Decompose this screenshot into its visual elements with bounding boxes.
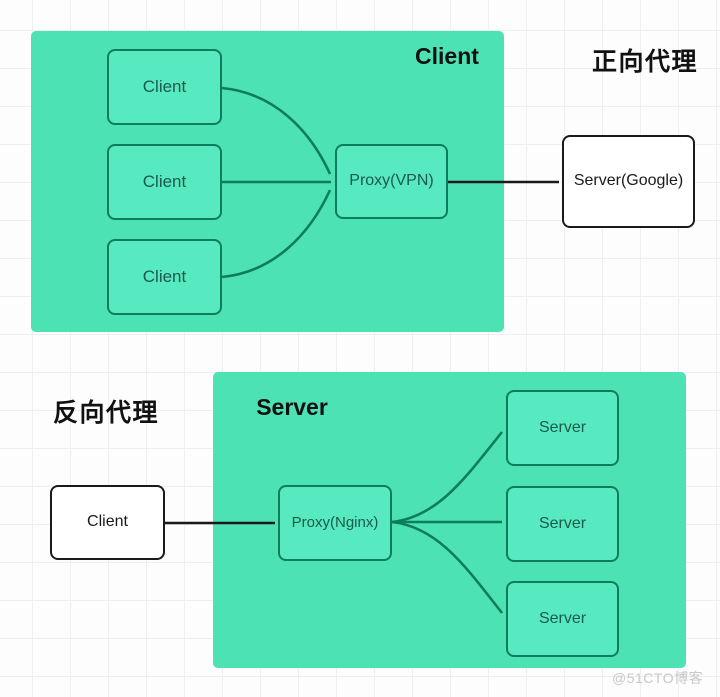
server-box-2-label: Server <box>538 514 587 532</box>
reverse-proxy-title: 反向代理 <box>52 399 159 427</box>
reverse-section-label: Server <box>256 394 328 420</box>
server-box-3-label: Server <box>538 609 587 627</box>
server-box-1: Server <box>506 390 619 466</box>
forward-section-label: Client <box>415 43 479 69</box>
client-box-1-label: Client <box>142 77 187 97</box>
client-box-3-label: Client <box>142 267 187 287</box>
client-box-1: Client <box>107 49 222 125</box>
proxy-vpn-box: Proxy(VPN) <box>335 144 448 219</box>
server-box-1-label: Server <box>538 418 587 436</box>
client-box-2-label: Client <box>142 172 187 192</box>
proxy-vpn-label: Proxy(VPN) <box>349 172 434 190</box>
server-google-box: Server(Google) <box>562 135 695 228</box>
server-google-label: Server(Google) <box>573 172 684 190</box>
client-box-3: Client <box>107 239 222 315</box>
proxy-nginx-label: Proxy(Nginx) <box>291 514 379 532</box>
client-box-bottom: Client <box>50 485 165 560</box>
server-box-3: Server <box>506 581 619 657</box>
client-box-bottom-label: Client <box>87 513 128 531</box>
proxy-nginx-box: Proxy(Nginx) <box>278 485 392 561</box>
watermark: @51CTO博客 <box>612 670 704 686</box>
forward-proxy-title: 正向代理 <box>591 48 698 76</box>
client-box-2: Client <box>107 144 222 220</box>
server-box-2: Server <box>506 486 619 562</box>
